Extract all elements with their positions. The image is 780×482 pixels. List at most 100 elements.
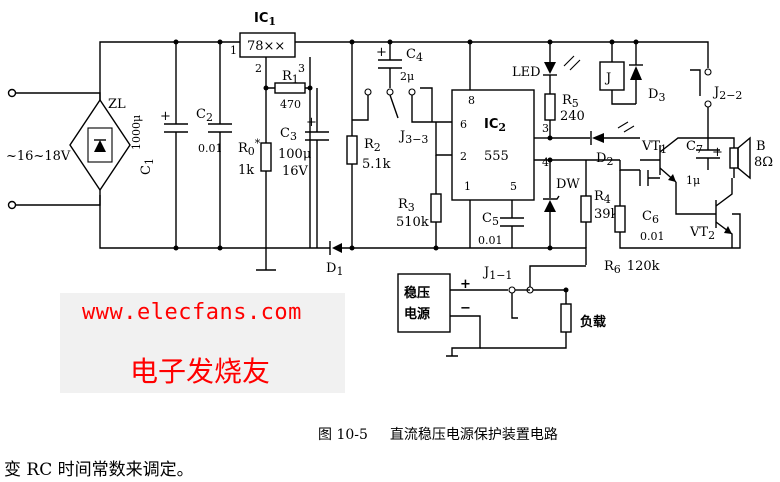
r2-value: 5.1k [362,157,391,172]
relay-contact-j3: J3−3 [352,87,436,146]
transistor-vt2: VT2 [675,178,733,248]
c2-label: C2 [196,107,213,124]
r5-value: 240 [560,109,585,124]
vt2-label: VT2 [689,225,715,242]
ic2-pin1: 1 [464,180,471,193]
psu-line2: 电源 [404,306,430,322]
capacitor-c2: C2 0.01 [196,39,232,251]
psu-minus: − [460,301,471,316]
j3-label: J3−3 [398,129,428,146]
load: 负载 [480,287,606,349]
d2-label: D2 [596,151,613,168]
r3-label: R3 [398,197,415,214]
r0-label: R0* [238,137,261,158]
j1-label: J1−1 [482,265,512,282]
ic1-label: IC1 [254,11,276,28]
ic1-pin1: 1 [230,44,237,57]
r4-value: 39k [594,207,619,222]
r1-value: 470 [280,98,301,111]
relay-contact-j2: J2−2 [690,68,742,138]
ic1-regulator: 78×× IC1 1 2 3 [230,11,709,248]
j2-label: J2−2 [712,85,742,102]
psu-line1: 稳压 [404,285,430,301]
r0-value: 1k [238,163,254,178]
speaker-value: 8Ω [754,155,773,170]
ic2-pin6: 6 [460,118,467,131]
c1-label: C1 [139,158,156,175]
ic2-pin2: 2 [460,150,467,163]
ic2-timer: IC2 555 8 6 2 1 5 3 4 [435,39,620,248]
ic1-pin2: 2 [255,62,262,75]
r5-label: R5 [562,93,579,110]
ac-input: ~16~18V [6,88,101,210]
zener-dw: DW [543,157,580,251]
c6-label: C6 [642,209,659,226]
transistor-vt1: VT1 [640,137,708,183]
ic2-part: 555 [484,149,509,164]
relay-label: J [604,71,611,86]
ic2-label: IC2 [484,117,506,134]
ic2-pin3: 3 [542,122,549,135]
watermark-site-name: 电子发烧友 [130,355,271,388]
c3-plus: + [306,115,317,130]
watermark-background [60,293,345,393]
c3-value2: 16V [282,164,309,179]
speaker-b: B 8Ω [708,136,773,180]
c4-value: 2μ [400,70,414,83]
capacitor-c7: + C7 1μ [686,138,723,187]
c1-value: 1000μ [130,115,143,150]
c5-label: C5 [482,211,499,228]
c5-value: 0.01 [478,234,503,247]
vt1-label: VT1 [641,139,667,156]
r3-value: 510k [396,215,429,230]
relay-contact-j1: J1−1 [482,265,586,319]
ic1-part: 78×× [247,39,285,54]
resistor-r0: R0* 1k [238,137,276,271]
speaker-label: B [756,139,766,154]
c7-value: 1μ [686,174,700,187]
capacitor-c5: C5 0.01 [436,211,587,265]
capacitor-c1: + C1 1000μ [130,39,188,251]
figure-number: 图 10-5 [318,427,368,443]
ac-terminal-bottom [7,200,17,210]
diode-d1: D1 [326,241,436,278]
ic2-pin8: 8 [468,94,475,107]
c3-value1: 100μ [278,147,311,162]
c4-label: C4 [406,47,423,64]
figure-caption: 图 10-5 直流稳压电源保护装置电路 [318,424,558,444]
relay-coil-j: J [599,39,636,105]
resistor-r5: R5 240 [544,93,585,141]
watermark-url: www.elecfans.com [82,300,302,325]
diode-d3: D3 [629,39,665,104]
c2-value: 0.01 [198,142,223,155]
r4-label: R4 [594,189,611,206]
capacitor-c6: C6 0.01 [614,160,741,249]
regulated-psu: 稳压 电源 + − [397,273,508,357]
d3-label: D3 [648,87,665,104]
figure-title: 直流稳压电源保护装置电路 [389,427,558,443]
led-label: LED [512,65,541,80]
c6-value: 0.01 [640,230,665,243]
psu-plus: + [460,277,471,292]
capacitor-c4: + C4 2μ [376,39,423,88]
c7-plus: + [712,145,723,160]
dw-label: DW [556,177,580,192]
resistor-r4: R4 39k [580,160,619,248]
led: LED [512,39,581,94]
r1-label: R1 [282,69,299,86]
capacitor-c3: + C3 100μ 16V [278,88,329,248]
c4-plus: + [376,45,387,60]
r2-label: R2 [364,137,381,154]
ac-terminal-top [7,88,17,98]
bridge-label: ZL [108,97,126,112]
resistor-r1: R1 470 [263,69,313,111]
ic2-pin5: 5 [510,180,517,193]
c1-plus: + [160,109,171,124]
ic2-pin4: 4 [542,156,549,169]
ic1-pin3: 3 [298,62,305,75]
bridge-rectifier: ZL [69,41,330,249]
c7-label: C7 [686,139,703,156]
resistor-r3: R3 510k [396,155,442,251]
